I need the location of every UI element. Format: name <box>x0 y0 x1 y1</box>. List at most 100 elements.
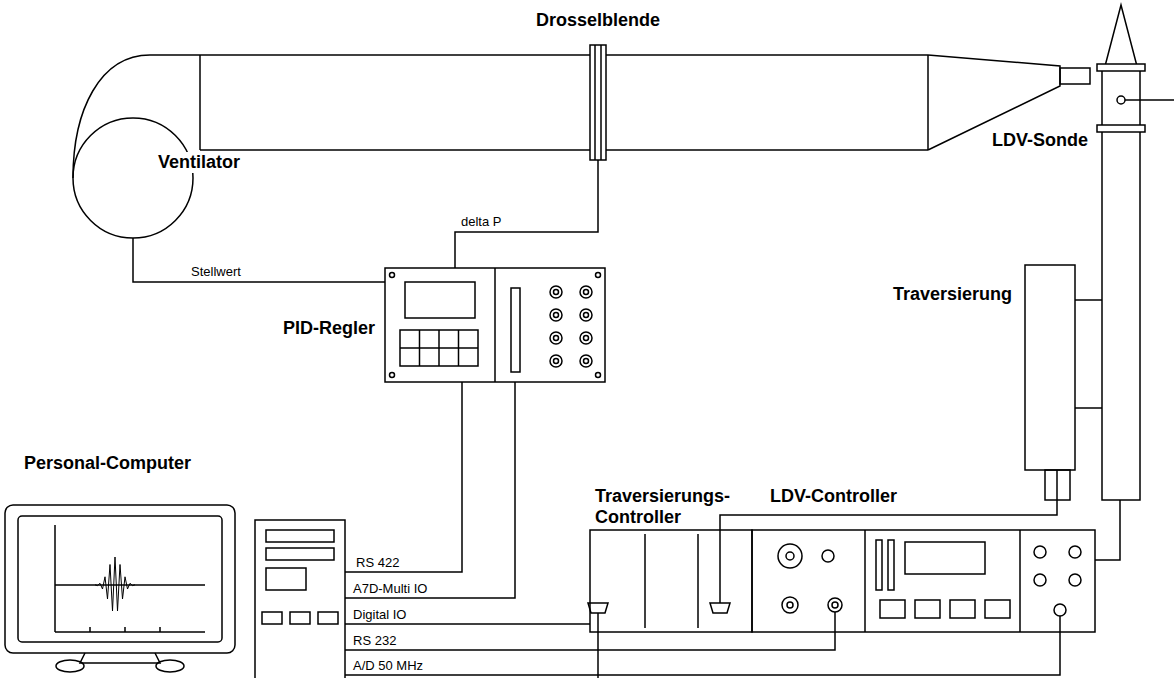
ldv-controller-rack <box>832 602 838 608</box>
pid-controller-drawing <box>580 332 592 344</box>
signal-label: A7D-Multi IO <box>352 582 428 595</box>
orifice-plate: Drosselblende <box>590 45 606 160</box>
computer-monitor <box>55 631 205 633</box>
wind-tunnel-duct <box>927 55 929 150</box>
computer-tower <box>266 568 306 590</box>
signal-label: Digital IO <box>352 608 407 621</box>
device-label: Drosselblende <box>536 10 660 31</box>
orifice-flange <box>590 45 606 160</box>
ldv-controller-rack <box>782 597 798 613</box>
signal-wire <box>1075 407 1102 409</box>
computer-tower <box>262 612 282 624</box>
pid-controller-drawing <box>580 286 592 298</box>
pid-controller-drawing <box>554 290 559 295</box>
device-label: Personal-Computer <box>24 453 191 474</box>
ldv-controller: LDV-Controller <box>752 530 1095 632</box>
device-label: Traversierungs- Controller <box>595 486 765 527</box>
ldv-controller-rack <box>1019 530 1021 632</box>
pid-controller-drawing <box>405 282 475 318</box>
pid-controller-drawing <box>550 309 562 321</box>
computer-tower <box>255 520 345 678</box>
device-label: LDV-Sonde <box>992 130 1088 151</box>
ldv-controller-rack <box>752 530 1095 632</box>
ldv-controller-rack <box>1069 574 1081 586</box>
traverse-controller-rack <box>588 530 752 678</box>
pid-controller-drawing <box>550 332 562 344</box>
orifice-flange <box>590 45 606 160</box>
computer-tower <box>266 548 334 560</box>
ldv-controller-rack <box>985 600 1010 618</box>
fan: Ventilator <box>73 118 193 238</box>
ldv-controller-rack <box>1069 546 1081 558</box>
fan-housing <box>73 55 200 178</box>
pid-controller-drawing <box>596 373 601 378</box>
fan-housing <box>73 55 200 238</box>
computer-monitor <box>5 505 235 672</box>
wind-tunnel-duct <box>200 149 928 151</box>
pid-controller-drawing <box>385 268 605 382</box>
device-label: Ventilator <box>158 152 240 173</box>
computer-monitor <box>54 525 56 612</box>
signal-wire <box>133 238 385 282</box>
orifice-flange <box>594 45 596 160</box>
ldv-probe-drawing <box>1117 96 1125 104</box>
computer-tower <box>266 530 334 542</box>
traverse-drawing <box>1025 265 1075 470</box>
signal-wire <box>455 160 598 268</box>
signal-wire <box>345 623 590 625</box>
pid-controller-drawing <box>550 286 562 298</box>
signal-wire <box>1075 299 1102 301</box>
ldv-controller-rack <box>1054 604 1066 616</box>
ldv-probe-drawing <box>1097 5 1174 500</box>
pid-controller-drawing <box>385 268 605 382</box>
pid-controller-drawing <box>390 373 395 378</box>
signal-label: RS 232 <box>352 634 397 647</box>
computer-monitor <box>159 627 161 632</box>
pid-controller-drawing <box>511 288 520 372</box>
ldv-controller-rack <box>1034 546 1046 558</box>
ldv-controller-rack <box>1059 616 1061 632</box>
computer-monitor <box>124 627 126 632</box>
signal-label: RS 422 <box>355 556 400 569</box>
ldv-probe-drawing <box>1097 64 1145 71</box>
computer-monitor <box>54 612 56 632</box>
signal-label: delta P <box>460 215 502 228</box>
computer-tower <box>255 520 345 678</box>
computer-monitor <box>95 557 135 611</box>
ldv-probe-drawing <box>1097 125 1145 132</box>
pid-controller-drawing <box>584 290 589 295</box>
ldv-probe-drawing <box>1104 5 1138 70</box>
orifice-flange <box>600 45 602 160</box>
pid-controller-drawing <box>584 313 589 318</box>
traverse-controller-rack <box>710 603 730 613</box>
fan-housing <box>73 118 193 238</box>
ldv-controller-rack <box>876 540 882 590</box>
ldv-controller-rack <box>864 530 866 632</box>
apparatus-drawing <box>5 5 1174 678</box>
wind-tunnel-duct <box>200 54 928 56</box>
pid-controller-drawing <box>400 347 478 349</box>
signal-wire <box>345 632 1060 675</box>
personal-computer: Personal-Computer <box>5 500 345 676</box>
pid-controller-drawing <box>554 359 559 364</box>
fan-housing <box>199 55 201 150</box>
pid-controller-drawing <box>584 336 589 341</box>
traverse-controller-rack <box>597 613 599 678</box>
ldv-controller-rack <box>787 602 793 608</box>
traverse-drawing <box>1025 265 1075 500</box>
pid-controller-drawing <box>580 355 592 367</box>
computer-tower <box>318 612 338 624</box>
pid-controller: PID-Regler <box>385 268 605 382</box>
traverse: Traversierung <box>1025 265 1075 470</box>
pid-controller-drawing <box>554 336 559 341</box>
traverse-controller-rack <box>588 603 608 613</box>
signal-label: A/D 50 MHz <box>352 659 424 672</box>
wind-tunnel-duct <box>200 55 1090 150</box>
computer-tower <box>290 612 310 624</box>
ldv-controller-rack <box>1034 574 1046 586</box>
ldv-probe: LDV-Sonde <box>1102 70 1140 500</box>
traverse-controller: Traversierungs- Controller <box>590 530 752 632</box>
